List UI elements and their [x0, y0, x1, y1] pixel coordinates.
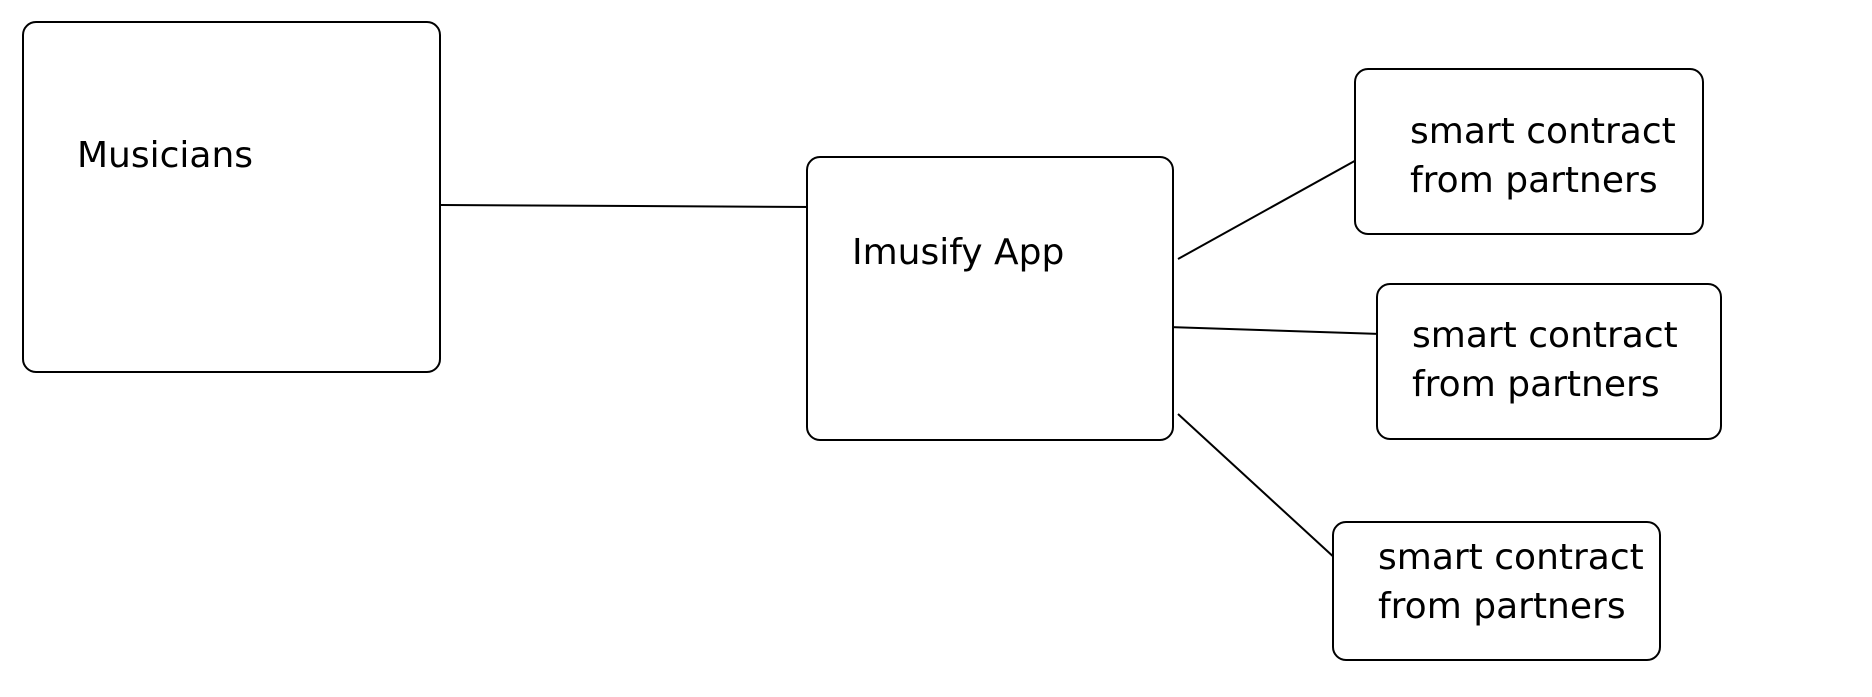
node-musicians: Musicians [22, 21, 441, 373]
node-label-smart-contract-2: smart contract from partners [1412, 315, 1678, 405]
node-imusify-app: Imusify App [806, 156, 1174, 441]
edge-imusify-to-partner-1 [1177, 157, 1361, 260]
edge-imusify-to-partner-2 [1167, 326, 1382, 335]
node-label-smart-contract-1: smart contract from partners [1410, 111, 1676, 201]
edge-musicians-to-imusify [440, 204, 815, 208]
edge-imusify-to-partner-3 [1177, 413, 1338, 561]
node-smart-contract-2: smart contract from partners [1376, 283, 1722, 440]
node-smart-contract-1: smart contract from partners [1354, 68, 1704, 235]
node-label-imusify-app: Imusify App [852, 232, 1065, 273]
node-label-smart-contract-3: smart contract from partners [1378, 537, 1644, 627]
node-label-musicians: Musicians [77, 135, 254, 176]
node-smart-contract-3: smart contract from partners [1332, 521, 1661, 661]
